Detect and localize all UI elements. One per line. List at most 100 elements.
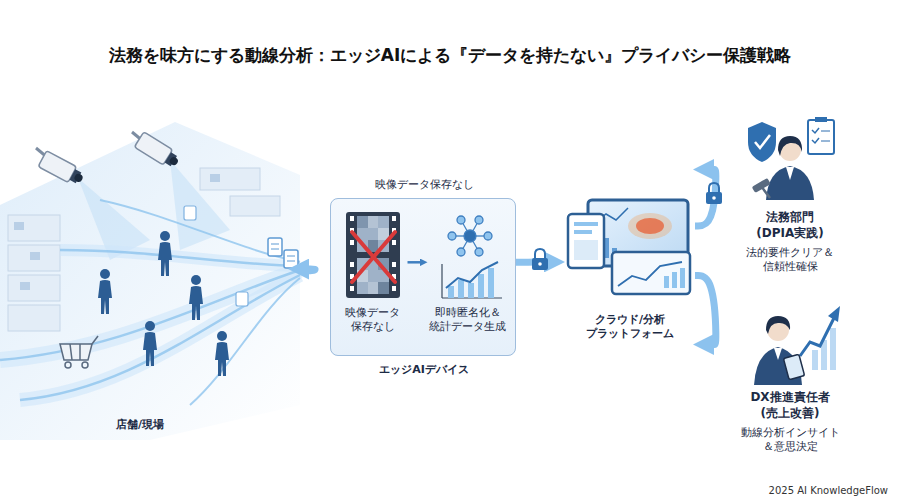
stakeholder: 法務部門 (DPIA実践)法的要件クリア＆ 信頼性確保 <box>735 110 845 280</box>
flow-streams <box>20 275 300 400</box>
shopping-cart <box>60 344 92 360</box>
legal-figure <box>808 120 834 154</box>
dx-figure <box>812 350 818 370</box>
stats-chart <box>488 268 494 298</box>
film-icon <box>357 216 368 228</box>
film-icon <box>357 258 389 294</box>
store-floor <box>8 245 60 271</box>
store-floor <box>210 174 220 182</box>
cloud-platform: クラウド/分析 プラットフォーム <box>565 195 695 350</box>
film-icon <box>392 262 396 267</box>
camera <box>36 148 86 188</box>
edge-ai-device: 映像データ 保存なし即時匿名化＆ 統計データ生成映像データ保存なしエッジAIデバ… <box>330 198 516 356</box>
shopper <box>158 242 172 276</box>
shopping-cart <box>65 362 71 368</box>
shopper <box>98 280 112 314</box>
shopper <box>98 231 229 376</box>
legal-figure <box>812 128 819 133</box>
dashboard-screens <box>574 230 592 234</box>
data-icons <box>184 206 196 220</box>
film-icon <box>378 282 389 294</box>
data-icons <box>287 256 295 257</box>
store-floor <box>8 215 60 241</box>
data-icons <box>284 250 298 268</box>
role-outcome: 動線分析インサイト ＆意思決定 <box>741 426 840 455</box>
lock-icon <box>532 249 548 270</box>
flow-arrow <box>408 261 421 264</box>
lock-icon <box>706 183 722 204</box>
shopping-cart <box>60 336 98 368</box>
legal-figure <box>821 131 830 132</box>
step-label: 即時匿名化＆ 統計データ生成 <box>429 306 506 335</box>
store-floor <box>0 122 300 440</box>
role-title: 法務部門 (DPIA実践) <box>756 210 823 241</box>
store-floor <box>230 196 280 216</box>
process-step: 映像データ 保存なし <box>338 206 408 348</box>
camera <box>132 132 182 171</box>
dx-figure <box>800 314 836 356</box>
camera <box>73 172 84 183</box>
data-icons <box>287 261 295 262</box>
legal-figure <box>786 167 794 180</box>
store-floor <box>8 305 60 331</box>
legal-figure <box>778 136 802 156</box>
box-heading: 映像データ保存なし <box>375 178 474 192</box>
legal-figure <box>748 117 834 200</box>
area-label: 店舗/現場 <box>116 418 164 432</box>
film-icon <box>350 286 354 291</box>
store-floor <box>8 275 60 301</box>
film-icon <box>352 232 395 282</box>
dashboard-screens <box>612 252 690 294</box>
stats-chart <box>442 262 502 298</box>
data-icons <box>271 249 279 250</box>
film-icon <box>346 212 400 298</box>
lock-icon <box>706 192 722 204</box>
film-icon <box>392 240 396 245</box>
shopping-cart <box>82 362 88 368</box>
store-floor <box>30 252 40 260</box>
dashboard-screens <box>680 268 685 288</box>
shopper <box>191 275 201 285</box>
store-floor <box>200 168 260 190</box>
network-icon <box>484 232 492 240</box>
film-icon <box>368 216 378 228</box>
platform-label: クラウド/分析 プラットフォーム <box>586 313 674 342</box>
shopper <box>189 286 203 320</box>
step-label: 映像データ 保存なし <box>345 306 400 335</box>
data-icons <box>236 292 248 306</box>
stats-chart <box>468 283 474 298</box>
flow-arrow <box>695 170 716 227</box>
dx-figure <box>766 316 790 334</box>
store-floor <box>14 222 24 230</box>
network-icon <box>464 230 476 242</box>
dx-figure <box>754 306 840 385</box>
dashboard-screens <box>628 213 672 239</box>
flow-arrow <box>695 276 716 345</box>
network-icon <box>448 232 456 240</box>
film-icon <box>346 212 400 298</box>
shopper <box>158 231 172 276</box>
lock-icon <box>535 249 545 259</box>
flow-streams <box>190 278 300 405</box>
legal-figure <box>748 122 776 162</box>
shopping-cart <box>92 336 98 344</box>
store-area: 店舗/現場 <box>15 118 300 443</box>
role-title: DX推進責任者 (売上改善) <box>750 390 829 421</box>
shopper <box>145 321 155 331</box>
shopper <box>143 332 157 366</box>
shopper <box>143 321 157 366</box>
camera <box>38 151 86 188</box>
dashboard-screens <box>672 272 677 288</box>
stats-chart <box>458 280 464 298</box>
dashboard-screens <box>664 276 669 288</box>
stats-chart <box>448 286 454 298</box>
store-floor <box>0 122 300 440</box>
legal-figure <box>761 186 770 198</box>
legal-figure <box>812 138 819 143</box>
device-fill <box>330 198 516 356</box>
shopper <box>189 275 203 320</box>
flow-arrow <box>300 269 315 271</box>
store-floor <box>20 282 30 290</box>
network-icon <box>457 216 465 224</box>
diagram-title: 法務を味方にする動線分析：エッジAIによる『データを持たない』プライバシー保護戦… <box>0 44 900 67</box>
